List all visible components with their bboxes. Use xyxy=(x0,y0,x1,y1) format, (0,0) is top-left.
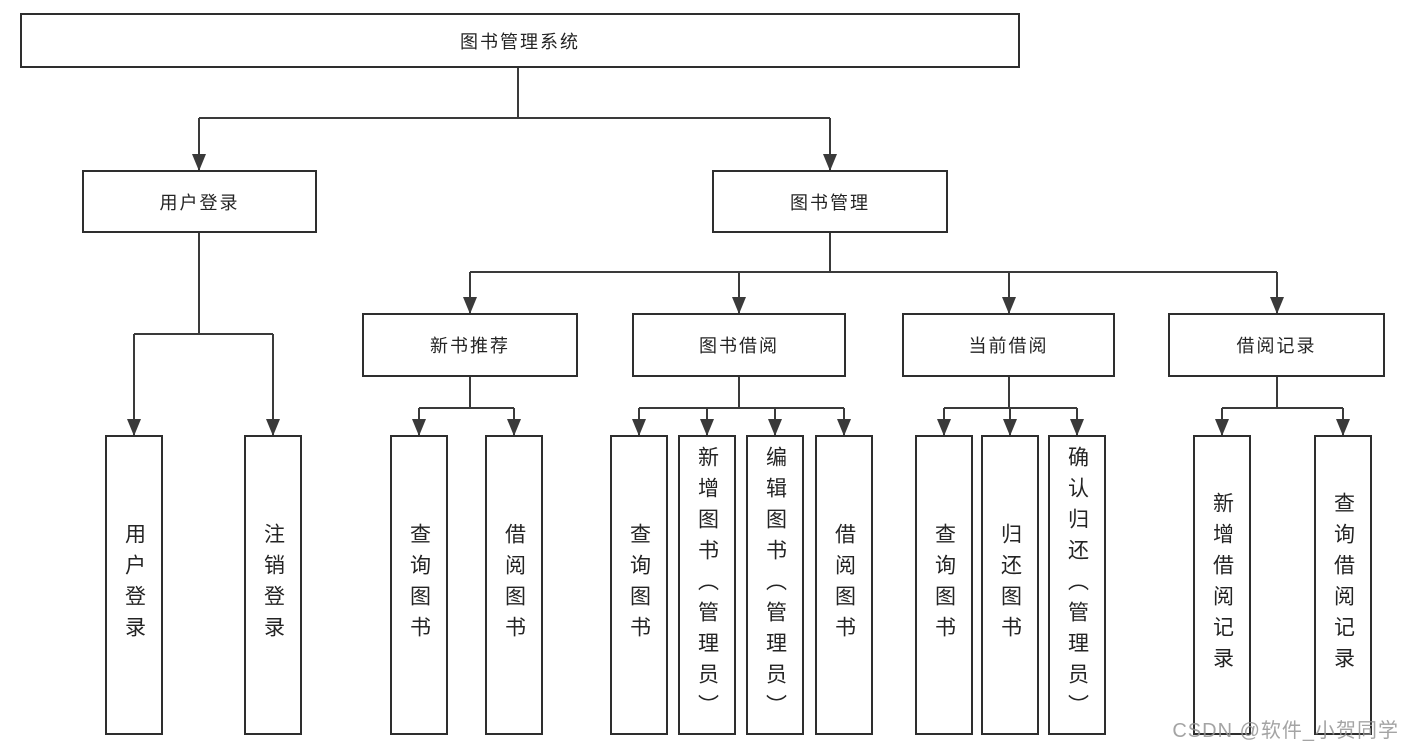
leaf-logout: 注销登录 xyxy=(244,435,302,735)
node-book-management: 图书管理 xyxy=(712,170,948,233)
leaf-add-borrow-record: 新增借阅记录 xyxy=(1193,435,1251,735)
leaf-edit-book-admin: 编辑图书（管理员） xyxy=(746,435,804,735)
node-new-book-recommend-label: 新书推荐 xyxy=(430,336,510,356)
node-book-management-label: 图书管理 xyxy=(790,192,870,213)
node-library-system: 图书管理系统 xyxy=(20,13,1020,68)
node-book-borrowing-label: 图书借阅 xyxy=(699,336,779,356)
leaf-confirm-return-admin-label: 确认归还（管理员） xyxy=(1065,445,1089,725)
leaf-borrow-book-label: 借阅图书 xyxy=(832,523,856,647)
leaf-query-borrow-record-label: 查询借阅记录 xyxy=(1331,492,1355,678)
node-current-borrowing: 当前借阅 xyxy=(902,313,1115,377)
leaf-query-book-current: 查询图书 xyxy=(915,435,973,735)
leaf-borrow-book-recommend: 借阅图书 xyxy=(485,435,543,735)
leaf-borrow-book-recommend-label: 借阅图书 xyxy=(502,523,526,647)
leaf-return-book: 归还图书 xyxy=(981,435,1039,735)
leaf-query-borrow-record: 查询借阅记录 xyxy=(1314,435,1372,735)
node-user-login: 用户登录 xyxy=(82,170,317,233)
node-user-login-label: 用户登录 xyxy=(159,192,240,213)
leaf-add-book-admin: 新增图书（管理员） xyxy=(678,435,736,735)
leaf-query-book-current-label: 查询图书 xyxy=(932,523,956,647)
leaf-logout-label: 注销登录 xyxy=(261,523,285,647)
leaf-add-book-admin-label: 新增图书（管理员） xyxy=(695,445,719,725)
leaf-query-book-recommend-label: 查询图书 xyxy=(407,523,431,647)
node-current-borrowing-label: 当前借阅 xyxy=(968,336,1049,356)
leaf-query-book-borrow: 查询图书 xyxy=(610,435,668,735)
node-book-borrowing: 图书借阅 xyxy=(632,313,846,377)
leaf-user-login-label: 用户登录 xyxy=(122,523,146,647)
leaf-return-book-label: 归还图书 xyxy=(998,523,1022,647)
leaf-user-login: 用户登录 xyxy=(105,435,163,735)
leaf-borrow-book: 借阅图书 xyxy=(815,435,873,735)
node-library-system-label: 图书管理系统 xyxy=(460,31,580,52)
leaf-edit-book-admin-label: 编辑图书（管理员） xyxy=(763,445,787,725)
node-new-book-recommend: 新书推荐 xyxy=(362,313,578,377)
leaf-add-borrow-record-label: 新增借阅记录 xyxy=(1210,492,1234,678)
leaf-query-book-borrow-label: 查询图书 xyxy=(627,523,651,647)
leaf-confirm-return-admin: 确认归还（管理员） xyxy=(1048,435,1106,735)
node-borrowing-records: 借阅记录 xyxy=(1168,313,1385,377)
node-borrowing-records-label: 借阅记录 xyxy=(1236,336,1317,356)
leaf-query-book-recommend: 查询图书 xyxy=(390,435,448,735)
watermark: CSDN @软件_小贺同学 xyxy=(1172,720,1399,742)
connector-paths xyxy=(133,68,1344,435)
